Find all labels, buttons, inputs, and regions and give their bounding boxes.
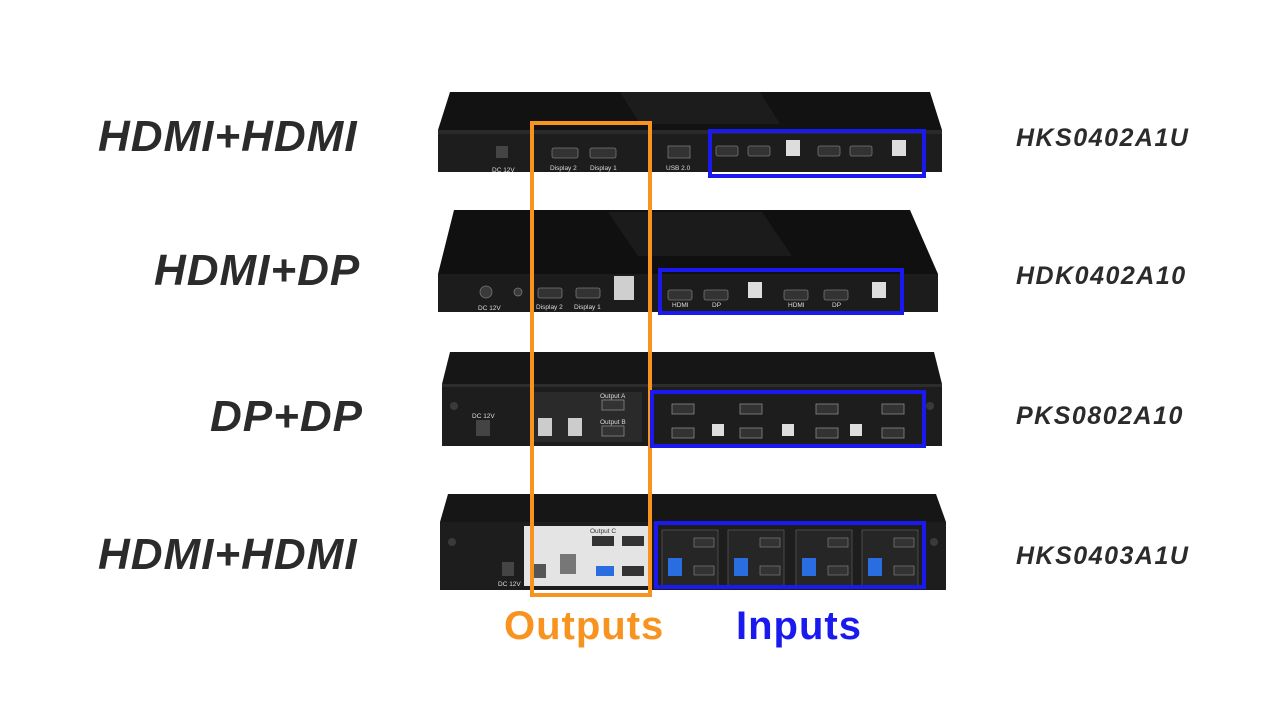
panel-label-hdmi-b: HDMI [788, 302, 805, 309]
model-number-4: HKS0403A1U [1016, 542, 1190, 570]
legend-inputs: Inputs [736, 604, 862, 648]
panel-label-display2-2: Display 2 [536, 304, 563, 311]
panel-label-power-4: DC 12V [498, 581, 521, 588]
panel-label-power-2: DC 12V [478, 305, 501, 312]
kvm-switch-photo-4: DC 12V Output C [440, 494, 946, 590]
panel-label-dp-b: DP [832, 302, 841, 309]
kvm-switch-photo-1: DC 12V Display 2 Display 1 USB 2.0 [438, 92, 942, 174]
kvm-switch-photo-2: DC 12V Display 2 Display 1 HDMI DP HDMI … [438, 210, 938, 312]
panel-label-output-c: Output C [590, 528, 616, 535]
combo-label-2: HDMI+DP [154, 246, 361, 295]
panel-label-usb20: USB 2.0 [666, 165, 691, 172]
combo-label-3: DP+DP [210, 392, 363, 441]
panel-label-display1: Display 1 [590, 165, 617, 172]
panel-label-display1-2: Display 1 [574, 304, 601, 311]
model-number-3: PKS0802A10 [1016, 402, 1184, 430]
model-number-1: HKS0402A1U [1016, 124, 1190, 152]
legend-outputs: Outputs [504, 604, 665, 648]
panel-label-output-b: Output B [600, 419, 626, 426]
panel-label-output-a: Output A [600, 393, 626, 400]
panel-label-power: DC 12V [492, 167, 515, 174]
kvm-switch-photo-3: DC 12V Output A Output B [442, 352, 942, 446]
model-number-2: HDK0402A10 [1016, 262, 1187, 290]
panel-label-hdmi-a: HDMI [672, 302, 689, 309]
panel-label-dp-a: DP [712, 302, 721, 309]
panel-label-power-3: DC 12V [472, 413, 495, 420]
combo-label-4: HDMI+HDMI [98, 530, 358, 579]
combo-label-1: HDMI+HDMI [98, 112, 358, 161]
panel-label-display2: Display 2 [550, 165, 577, 172]
